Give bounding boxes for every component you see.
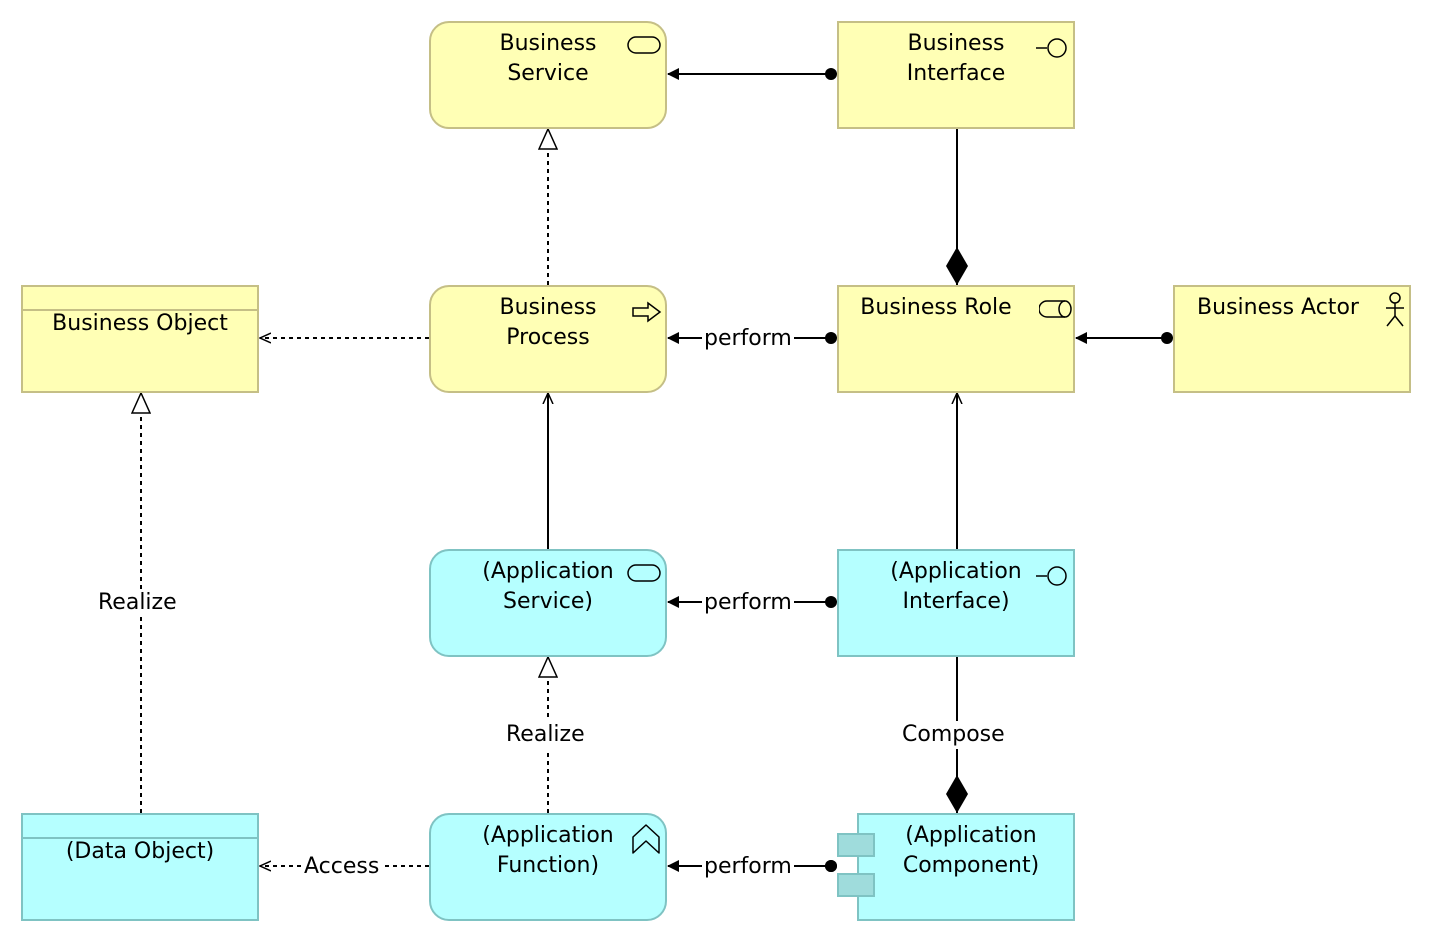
edge-label-perform: perform xyxy=(702,853,794,881)
business-process-label: Business Process xyxy=(499,295,597,350)
service-icon xyxy=(627,564,661,582)
function-icon xyxy=(632,824,660,854)
business-interface-label: Business Interface xyxy=(906,31,1006,86)
application-service-node[interactable]: (Application Service) xyxy=(429,549,667,657)
actor-icon xyxy=(1386,292,1404,327)
business-actor-label: Business Actor xyxy=(1197,295,1359,320)
business-object-label: Business Object xyxy=(52,311,228,336)
component-icon xyxy=(837,833,877,901)
interface-icon xyxy=(1036,38,1067,58)
component-tab-top xyxy=(837,833,875,857)
object-header-divider xyxy=(23,309,257,311)
data-object-node[interactable]: (Data Object) xyxy=(21,813,259,921)
business-role-label: Business Role xyxy=(860,295,1012,320)
business-object-node[interactable]: Business Object xyxy=(21,285,259,393)
edge-label-realize: Realize xyxy=(504,721,587,749)
object-header-divider xyxy=(23,837,257,839)
application-function-label: (Application Function) xyxy=(482,823,614,878)
business-process-node[interactable]: Business Process xyxy=(429,285,667,393)
edge-label-access: Access xyxy=(302,853,382,881)
business-service-node[interactable]: Business Service xyxy=(429,21,667,129)
application-function-node[interactable]: (Application Function) xyxy=(429,813,667,921)
interface-icon xyxy=(1036,566,1067,586)
application-component-label: (Application Component) xyxy=(902,823,1040,878)
perform-dot-marker xyxy=(825,860,837,872)
application-interface-label: (Application Interface) xyxy=(890,559,1022,614)
application-interface-node[interactable]: (Application Interface) xyxy=(837,549,1075,657)
edge-label-perform: perform xyxy=(702,325,794,353)
business-service-label: Business Service xyxy=(499,31,597,86)
application-service-label: (Application Service) xyxy=(482,559,614,614)
edge-label-realize: Realize xyxy=(96,589,179,617)
application-component-node[interactable]: (Application Component) xyxy=(857,813,1075,921)
process-arrow-icon xyxy=(632,301,662,323)
edge-label-perform: perform xyxy=(702,589,794,617)
data-object-label: (Data Object) xyxy=(65,839,215,864)
role-icon xyxy=(1039,300,1072,318)
service-icon xyxy=(627,36,661,54)
business-role-node[interactable]: Business Role xyxy=(837,285,1075,393)
business-actor-node[interactable]: Business Actor xyxy=(1173,285,1411,393)
component-tab-bottom xyxy=(837,873,875,897)
business-interface-node[interactable]: Business Interface xyxy=(837,21,1075,129)
edge-label-compose: Compose xyxy=(900,721,1007,749)
